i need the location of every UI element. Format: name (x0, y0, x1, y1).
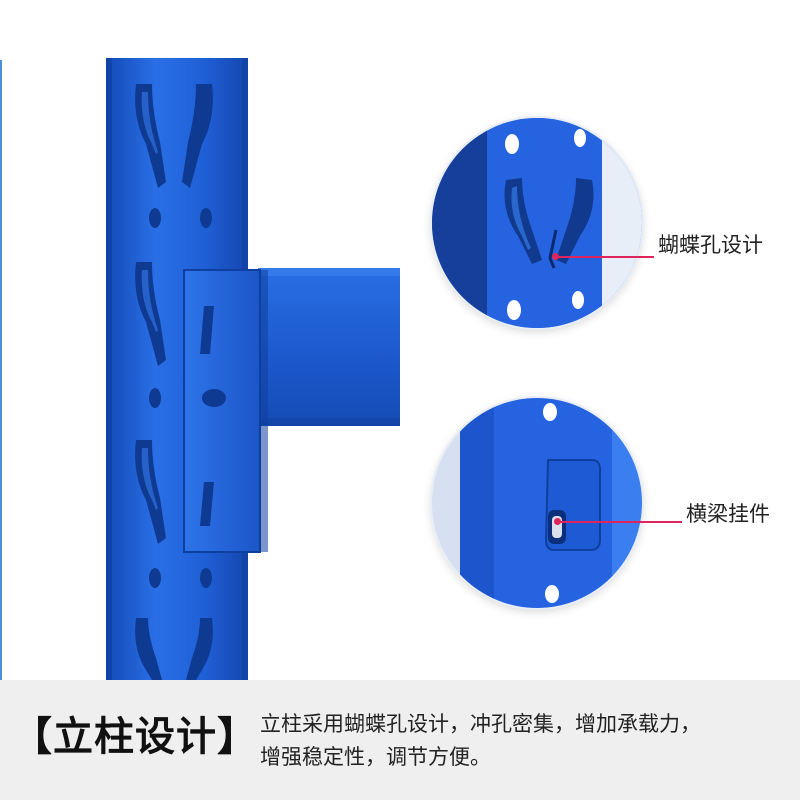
beam (258, 268, 400, 426)
zoom-butterfly-hole (432, 118, 642, 328)
zoom-beam-hook (432, 398, 642, 608)
upright-column-photo (106, 58, 400, 680)
footer-description: 立柱采用蝴蝶孔设计，冲孔密集，增加承载力， 增强稳定性，调节方便。 (260, 708, 790, 774)
callout-line-top (558, 256, 654, 258)
butterfly-hole-group (135, 84, 213, 680)
callout-dot-top (552, 253, 559, 260)
footer-title: 【立柱设计】 (12, 714, 258, 760)
left-accent-rule (0, 60, 2, 680)
callout-line-bottom (560, 521, 682, 523)
footer-band (0, 680, 800, 800)
callout-label-butterfly-hole: 蝴蝶孔设计 (658, 233, 763, 257)
footer-description-line-1: 立柱采用蝴蝶孔设计，冲孔密集，增加承载力， (260, 712, 701, 736)
beam-connector-plate (183, 269, 261, 553)
callout-label-beam-hook: 横梁挂件 (686, 502, 770, 526)
footer-description-line-2: 增强稳定性，调节方便。 (260, 745, 491, 769)
callout-dot-bottom (554, 518, 561, 525)
